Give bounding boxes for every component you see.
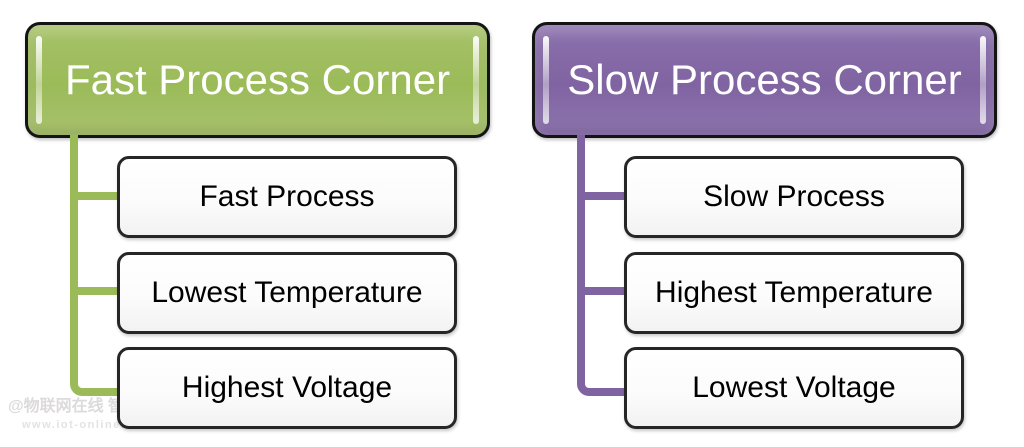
fast-corner-title: Fast Process Corner [64,56,451,103]
node-highest-temperature-label: Highest Temperature [655,276,933,309]
node-fast-process: Fast Process [117,156,457,238]
connector-stub-purple-1 [584,192,624,200]
gloss-highlight-left [36,36,42,124]
node-highest-voltage: Highest Voltage [117,347,457,429]
slow-corner-title: Slow Process Corner [567,56,962,103]
connector-elbow-purple [577,135,632,396]
node-highest-temperature: Highest Temperature [624,252,964,334]
connector-stub-green-2 [77,287,117,295]
gloss-highlight-right [473,36,479,124]
node-lowest-voltage-label: Lowest Voltage [692,371,896,404]
connector-stub-purple-2 [584,287,624,295]
slow-corner-header-shape: Slow Process Corner [532,22,997,138]
node-lowest-temperature: Lowest Temperature [117,252,457,334]
node-highest-voltage-label: Highest Voltage [181,371,393,404]
fast-corner-header-shape: Fast Process Corner [25,22,490,138]
connector-stub-green-1 [77,192,117,200]
gloss-highlight-left [543,36,549,124]
node-slow-process-label: Slow Process [703,180,885,213]
node-lowest-voltage: Lowest Voltage [624,347,964,429]
node-lowest-temperature-label: Lowest Temperature [151,276,423,309]
node-slow-process: Slow Process [624,156,964,238]
slow-process-corner-tree: Slow Process Corner Slow Process Highest… [532,0,1012,447]
connector-elbow-green [70,135,125,396]
fast-process-corner-tree: Fast Process Corner Fast Process Lowest … [25,0,505,447]
gloss-highlight-right [980,36,986,124]
node-fast-process-label: Fast Process [199,180,375,213]
